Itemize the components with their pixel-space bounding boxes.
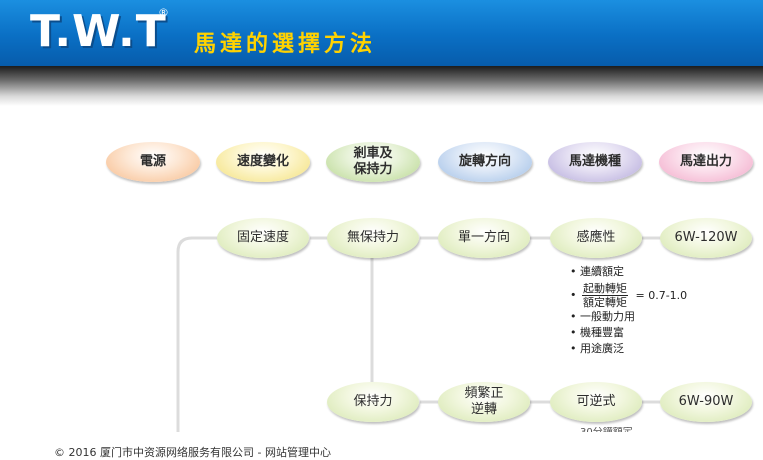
torque-fraction: 起動轉矩 額定轉矩 — [582, 282, 628, 309]
note-item: • 機種豐富 — [570, 326, 624, 339]
partial-note-text: 30分鐘額定 — [580, 427, 633, 433]
category-speed-change: 速度變化 — [216, 142, 310, 182]
node-holding: 保持力 — [327, 382, 419, 422]
category-power: 電源 — [106, 142, 200, 182]
category-motor-type: 馬達機種 — [548, 142, 642, 182]
note-item: • 連續額定 — [570, 265, 624, 278]
footer: © 2016 厦门市中资源网络服务有限公司 - 网站管理中心 — [0, 432, 763, 459]
note-item: • 一般動力用 — [570, 310, 635, 323]
category-brake-holding: 剎車及 保持力 — [326, 142, 420, 182]
header-shadow — [0, 66, 763, 106]
node-reversible: 可逆式 — [550, 382, 642, 422]
node-output-6-120w: 6W-120W — [660, 218, 752, 258]
node-induction: 感應性 — [550, 218, 642, 258]
note-item: • 用途廣泛 — [570, 342, 624, 355]
node-no-holding: 無保持力 — [327, 218, 419, 258]
node-fixed-speed: 固定速度 — [217, 218, 309, 258]
node-frequent-reversal: 頻繁正 逆轉 — [438, 382, 530, 422]
copyright-text: © 2016 厦门市中资源网络服务有限公司 - 网站管理中心 — [54, 446, 331, 459]
twt-logo: T.W.T — [30, 6, 167, 57]
node-single-direction: 單一方向 — [438, 218, 530, 258]
registered-mark: ® — [158, 6, 169, 19]
category-rotation-direction: 旋轉方向 — [438, 142, 532, 182]
page-title: 馬達的選擇方法 — [194, 32, 377, 57]
header-banner: T.W.T ® 馬達的選擇方法 — [0, 0, 763, 66]
node-output-6-90w: 6W-90W — [660, 382, 752, 422]
note-item: • 起動轉矩 額定轉矩 = 0.7-1.0 — [570, 282, 688, 309]
category-motor-output: 馬達出力 — [659, 142, 753, 182]
induction-notes: • 連續額定 • 起動轉矩 額定轉矩 = 0.7-1.0 • 一般動力用 • 機… — [570, 264, 687, 357]
